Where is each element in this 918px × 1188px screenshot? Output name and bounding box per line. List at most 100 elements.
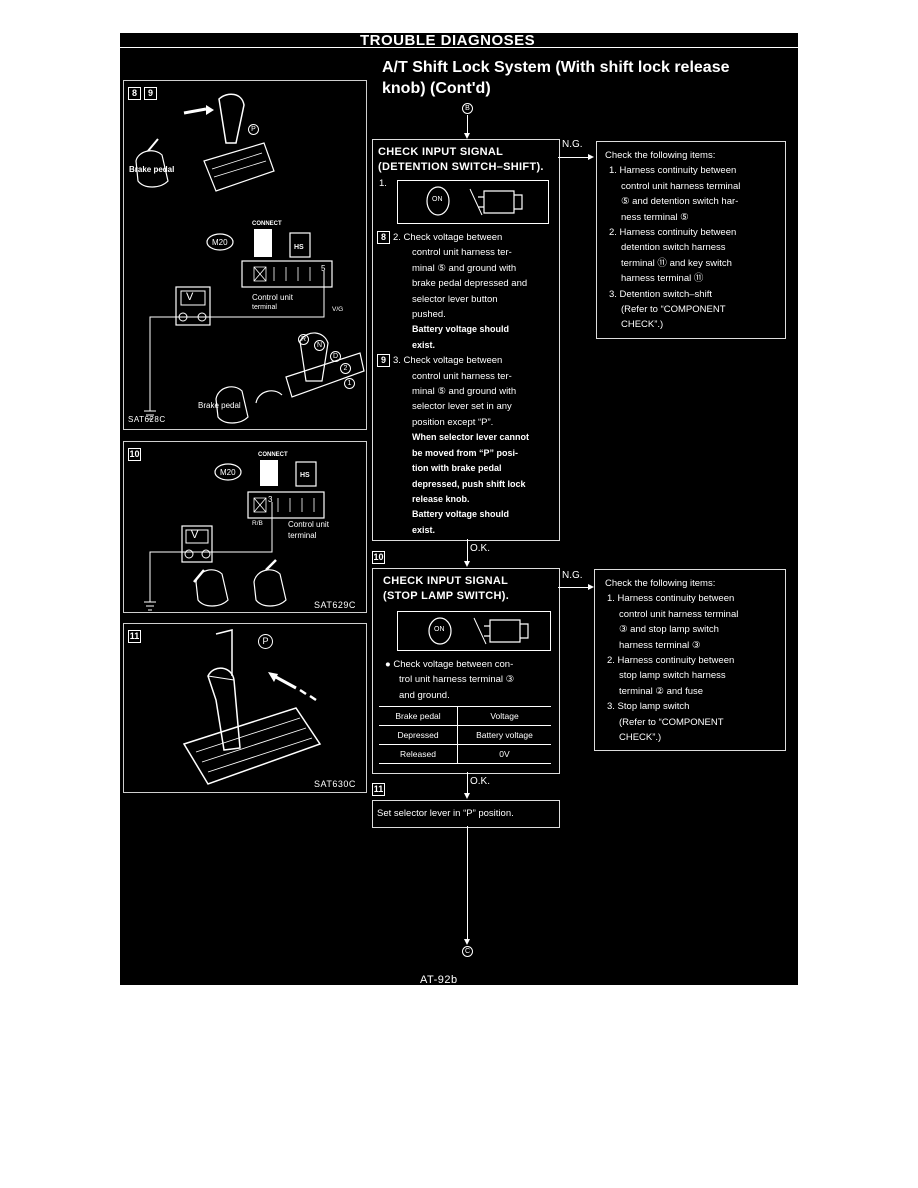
terminal-label: terminal — [288, 531, 317, 540]
step2-line: trol unit harness terminal ③ — [399, 674, 515, 686]
page-title-line2: knob) (Cont'd) — [382, 80, 491, 97]
ok-label-1: O.K. — [470, 543, 491, 554]
voltmeter-label: V — [186, 291, 194, 303]
step1-item3-line: selector lever set in any — [412, 401, 512, 413]
step2-title-l2: (STOP LAMP SWITCH). — [383, 590, 510, 602]
shift-lever-illustration — [135, 93, 365, 424]
ng-label-1: N.G. — [562, 139, 583, 150]
ng1-line: 3. Detention switch–shift — [609, 288, 712, 300]
shift-lever-p-illustration — [182, 629, 322, 785]
voltmeter-label: V — [191, 529, 199, 541]
step2-line: ● Check voltage between con- — [385, 659, 514, 670]
table-header-row: Brake pedal Voltage — [379, 706, 551, 726]
ng1-line: detention switch harness — [621, 242, 726, 254]
step1-item2-line: pushed. — [412, 309, 446, 321]
table-cell: Battery voltage — [457, 725, 551, 745]
ng1-line: control unit harness terminal — [621, 180, 741, 192]
ng1-line: terminal ⑪ and key switch — [621, 257, 732, 269]
step-badge-9: 9 — [144, 87, 157, 101]
ng1-line: (Refer to “COMPONENT — [621, 304, 726, 316]
step1-item2-line: selector lever button — [412, 293, 498, 305]
ignition-on-icon: ON — [397, 611, 551, 651]
step2-title-l1: CHECK INPUT SIGNAL — [383, 575, 509, 587]
ng2-check-items-box: Check the following items: 1. Harness co… — [594, 569, 786, 751]
ng1-line: CHECK”.) — [621, 319, 664, 331]
step1-item3-note: be moved from “P” posi- — [412, 447, 519, 458]
section-title: TROUBLE DIAGNOSES — [360, 32, 536, 49]
marker-d: D — [330, 351, 341, 362]
ng2-line: 2. Harness continuity between — [607, 655, 735, 667]
hs-label: HS — [300, 472, 310, 479]
terminal-label: terminal — [252, 304, 277, 311]
ng2-line: control unit harness terminal — [619, 608, 739, 620]
table-row: Depressed Battery voltage — [379, 725, 551, 745]
table-header-cell: Brake pedal — [379, 706, 458, 726]
ng1-line: 1. Harness continuity between — [609, 165, 737, 177]
step1-item3-line: 3. Check voltage between — [393, 355, 503, 367]
step1-item3-note: tion with brake pedal — [412, 463, 502, 474]
table-row: Released 0V — [379, 744, 551, 764]
step1-item3-note: exist. — [412, 524, 436, 535]
step1-item3-note: Battery voltage should — [412, 509, 510, 520]
ng2-line: Check the following items: — [605, 578, 716, 589]
marker-r: R — [298, 334, 309, 345]
step1-item3-line: minal ⑤ and ground with — [412, 386, 517, 398]
step1-item3-note: When selector lever cannot — [412, 432, 530, 443]
step1-item2-line: brake pedal depressed and — [412, 278, 528, 290]
step1-item3-note: depressed, push shift lock — [412, 478, 526, 489]
figure-panel-10: 10 M20 CONNECT HS 3 R/B Control unit ter… — [123, 441, 367, 613]
page-number: AT-92b — [420, 974, 458, 986]
on-label: ON — [434, 626, 445, 633]
step1-item2-note: exist. — [412, 339, 436, 350]
connect-label: CONNECT — [252, 221, 282, 227]
ng2-line: terminal ② and fuse — [619, 685, 704, 697]
step1-item3-line: position except “P”. — [412, 416, 494, 428]
marker-p: P — [258, 634, 273, 649]
ng2-line: 1. Harness continuity between — [607, 593, 735, 605]
step1-title-l2: (DETENTION SWITCH–SHIFT). — [378, 161, 544, 173]
on-label: ON — [432, 196, 443, 203]
hs-label: HS — [294, 244, 304, 251]
figure-id: SAT629C — [314, 600, 356, 610]
ng2-line: stop lamp switch harness — [619, 670, 726, 682]
table-header-cell: Voltage — [457, 706, 551, 726]
step2-line: and ground. — [399, 689, 450, 701]
ng1-line: ness terminal ⑤ — [621, 211, 689, 223]
ng1-line: ⑤ and detention switch har- — [621, 196, 739, 208]
ng2-line: 3. Stop lamp switch — [607, 701, 690, 713]
page-title: A/T Shift Lock System (With shift lock r… — [382, 57, 782, 99]
step1-item2-line: minal ⑤ and ground with — [412, 262, 517, 274]
voltage-table: Brake pedal Voltage Depressed Battery vo… — [379, 706, 551, 764]
figure-id: SAT628C — [128, 415, 166, 424]
step-badge-10: 10 — [372, 551, 385, 564]
connect-label: CONNECT — [258, 452, 288, 458]
manual-page: TROUBLE DIAGNOSES A/T Shift Lock System … — [120, 32, 798, 986]
step1-title-l1: CHECK INPUT SIGNAL — [378, 146, 504, 158]
step1-item1-number: 1. — [379, 178, 387, 189]
step-badge-10: 10 — [128, 448, 141, 462]
ignition-on-icon: ON — [397, 180, 549, 224]
ok-label-2: O.K. — [470, 776, 491, 787]
ng1-line: 2. Harness continuity between — [609, 227, 737, 239]
step1-item2-line: 2. Check voltage between — [393, 232, 503, 243]
table-cell: Released — [379, 744, 458, 764]
terminal-number: 5 — [321, 264, 326, 273]
connector-c-bottom: C — [462, 946, 473, 957]
marker-1: 1 — [344, 378, 355, 389]
page-title-line1: A/T Shift Lock System (With shift lock r… — [382, 59, 730, 76]
step1-item2-line: control unit harness ter- — [412, 247, 512, 259]
ng1-check-items-box: Check the following items: 1. Harness co… — [596, 141, 786, 339]
check-stop-lamp-switch-box: CHECK INPUT SIGNAL (STOP LAMP SWITCH). O… — [372, 568, 560, 774]
wire-color-label: V/G — [332, 306, 344, 313]
ng-label-2: N.G. — [562, 570, 583, 581]
figure-panel-11: 11 P SAT630C — [123, 623, 367, 793]
marker-2: 2 — [340, 363, 351, 374]
marker-n: N — [314, 340, 325, 351]
ng2-line: (Refer to “COMPONENT — [619, 716, 724, 728]
table-cell: 0V — [457, 744, 551, 764]
connector-code: M20 — [212, 238, 228, 247]
connector-code: M20 — [220, 468, 236, 477]
stop-lamp-circuit-illustration — [144, 460, 325, 611]
wire-color-label: R/B — [252, 520, 263, 527]
